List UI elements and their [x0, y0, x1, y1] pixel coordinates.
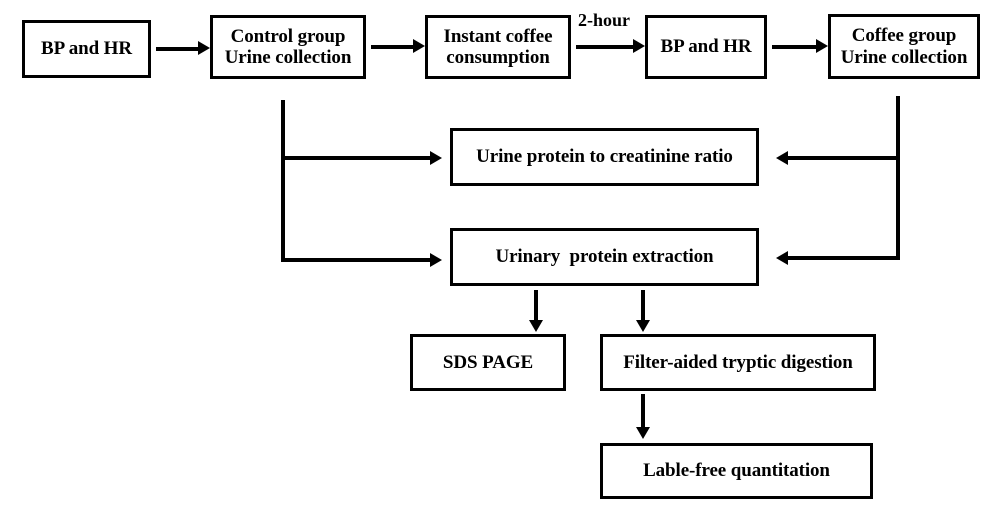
arrowhead-extraction-to-sds-icon	[529, 320, 543, 332]
arrowhead-coffee-to-ratio-icon	[776, 151, 788, 165]
node-lable-free-quantitation[interactable]: Lable-free quantitation	[600, 443, 873, 499]
node-label-line: Instant coffee	[443, 25, 553, 47]
node-label-line: Urine collection	[224, 47, 352, 68]
arrowhead-coffee-to-extraction-icon	[776, 251, 788, 265]
connector-bp1-to-control	[156, 47, 201, 51]
connector-extraction-to-sds	[534, 290, 538, 322]
node-urinary-protein-extraction[interactable]: Urinary protein extraction	[450, 228, 759, 286]
node-instant-coffee-consumption[interactable]: Instant coffee consumption	[425, 15, 571, 79]
arrowhead-control-to-instant-icon	[413, 39, 425, 53]
node-bp-hr-post[interactable]: BP and HR	[645, 15, 767, 79]
node-coffee-group[interactable]: Coffee group Urine collection	[828, 14, 980, 79]
arrowhead-bp2-to-coffee-icon	[816, 39, 828, 53]
arrowhead-bp1-to-control-icon	[198, 41, 210, 55]
connector-coffee-to-extraction	[788, 256, 900, 260]
arrowhead-control-to-extraction-icon	[430, 253, 442, 267]
node-label-line: Urine collection	[840, 46, 968, 68]
node-control-group[interactable]: Control group Urine collection	[210, 15, 366, 79]
node-label-line: consumption	[446, 47, 550, 68]
node-label-line: BP and HR	[660, 36, 752, 58]
node-label-line: Urine protein to creatinine ratio	[476, 146, 733, 168]
connector-coffee-vertical-trunk	[896, 96, 900, 258]
arrowhead-control-to-ratio-icon	[430, 151, 442, 165]
node-label-line: SDS PAGE	[442, 351, 534, 373]
node-filter-aided-tryptic-digestion[interactable]: Filter-aided tryptic digestion	[600, 334, 876, 391]
node-urine-protein-creatinine-ratio[interactable]: Urine protein to creatinine ratio	[450, 128, 759, 186]
connector-digestion-to-quantitation	[641, 394, 645, 429]
connector-control-to-ratio	[281, 156, 433, 160]
connector-control-vertical-trunk	[281, 100, 285, 262]
connector-extraction-to-digestion	[641, 290, 645, 322]
node-bp-hr-baseline[interactable]: BP and HR	[22, 20, 151, 78]
node-label-line: Coffee group	[851, 25, 957, 47]
arrowhead-digestion-to-quantitation-icon	[636, 427, 650, 439]
node-sds-page[interactable]: SDS PAGE	[410, 334, 566, 391]
node-label-line: BP and HR	[41, 38, 132, 60]
connector-bp2-to-coffee	[772, 45, 819, 49]
node-label-line: Control group	[230, 25, 346, 47]
node-label-line: Lable-free quantitation	[643, 460, 830, 482]
connector-control-to-instant	[371, 45, 416, 49]
node-label-line: Filter-aided tryptic digestion	[623, 351, 853, 373]
node-label-line: Urinary protein extraction	[495, 246, 714, 268]
connector-control-to-extraction	[281, 258, 433, 262]
connector-instant-to-bp2	[576, 45, 636, 49]
arrowhead-instant-to-bp2-icon	[633, 39, 645, 53]
edge-label-2-hour: 2-hour	[578, 10, 631, 30]
arrowhead-extraction-to-digestion-icon	[636, 320, 650, 332]
connector-coffee-to-ratio	[788, 156, 900, 160]
